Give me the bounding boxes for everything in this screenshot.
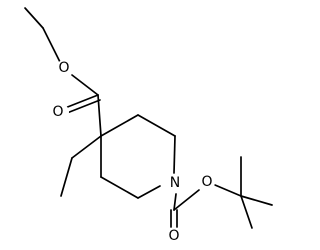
skeletal-structure: O O N O O (24, 7, 273, 244)
atom-oxygen-carbamate-ether: O (199, 174, 215, 190)
atom-oxygen-ester-carbonyl: O (52, 104, 69, 120)
bond-ring-c2-n (173, 135, 176, 174)
bond-tbutyl-methyl-down (240, 195, 253, 229)
bond-ring-c6-c5 (100, 176, 139, 199)
bond-ring-c3-c2 (137, 114, 176, 137)
bond-ch2-ch3 (60, 157, 73, 197)
bond-n-c-carbamate (173, 193, 177, 211)
bond-tbutyl-methyl-right (240, 195, 273, 206)
atom-nitrogen-ring: N (166, 174, 184, 192)
atom-label: O (52, 104, 63, 120)
bond-ring-n-c6 (137, 185, 161, 199)
atom-label: O (201, 174, 212, 190)
atom-label: O (168, 228, 179, 244)
bond-ester-carbonyl-double-a (64, 94, 99, 109)
bond-ring-c4-c3 (100, 114, 139, 137)
bond-o-c-ester (71, 74, 99, 96)
atom-label: N (170, 175, 180, 191)
bond-o-tbutyl (214, 184, 242, 197)
bond-carbamate-c-o (173, 189, 200, 211)
bond-quaternary-ch2 (71, 135, 102, 159)
molecule-drawing: O O N O O (24, 7, 273, 244)
atom-oxygen-carbamate-carbonyl: O (166, 228, 182, 244)
atom-oxygen-ester-ether: O (56, 60, 72, 76)
atom-label: O (58, 60, 69, 76)
bond-ch3-ch2-ester (24, 7, 44, 29)
bond-ester-carbonyl-double-b (66, 99, 101, 114)
bond-ester-c-quaternary (97, 94, 102, 137)
bond-ch2-o-ester (42, 27, 61, 63)
